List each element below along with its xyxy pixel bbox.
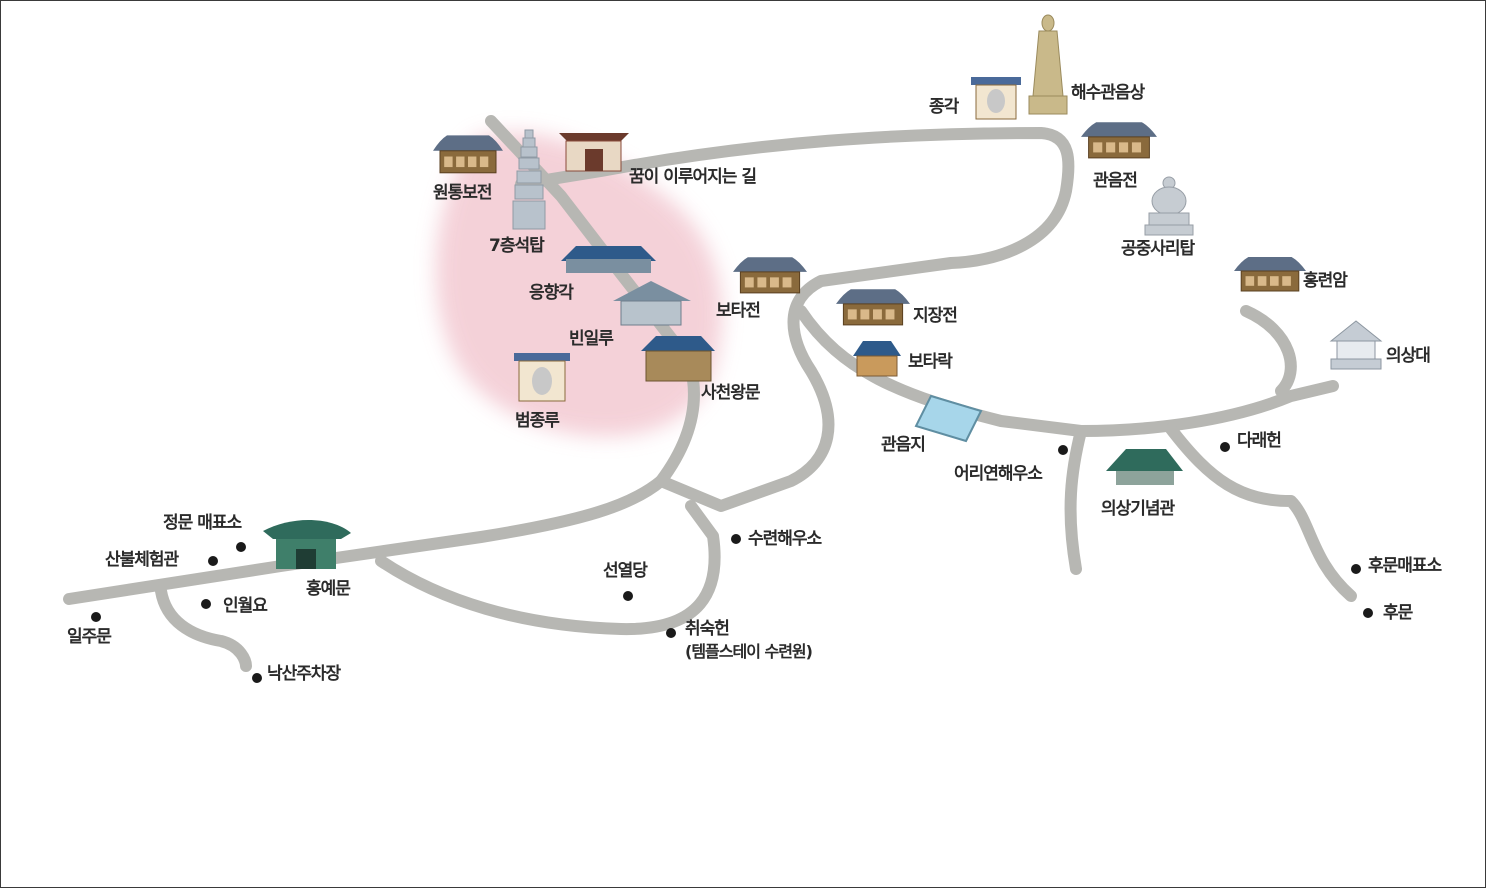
label-bota-jeon: 보타전: [716, 301, 761, 321]
road-main: [63, 475, 667, 605]
marker-chwisuk: [666, 628, 676, 638]
marker-inwol: [201, 599, 211, 609]
label-suryeon: 수련해우소: [748, 529, 822, 549]
label-dream-road: 꿈이 이루어지는 길: [629, 167, 757, 187]
bota-jeon-hall-icon: [733, 257, 807, 294]
marker-seonyeol: [623, 591, 633, 601]
stone-pagoda-icon: [512, 129, 546, 230]
label-chwisuk: 취숙헌: [685, 619, 730, 639]
label-seoktap7: 7층석탑: [489, 236, 545, 256]
label-hongryeon: 홍련암: [1303, 271, 1348, 291]
label-darae: 다래헌: [1237, 431, 1282, 451]
botarak-hall-icon: [853, 341, 901, 377]
label-botarak: 보타락: [908, 352, 953, 372]
road-hongryeon: [1240, 305, 1297, 397]
hongryeon-hall-icon: [1234, 257, 1306, 292]
road-uisang: [1064, 425, 1087, 575]
label-seonyeol: 선열당: [603, 561, 648, 581]
marker-sanbul: [208, 556, 218, 566]
label-hu-mun: 후문: [1383, 603, 1413, 623]
jijang-hall-icon: [836, 289, 910, 326]
marker-darae: [1220, 442, 1230, 452]
uisang-hall-icon: [1106, 449, 1183, 485]
eunghyang-hall-icon: [561, 246, 656, 273]
wontong-hall-icon: [433, 135, 503, 174]
label-jonggak: 종각: [929, 97, 959, 117]
binil-pavilion-icon: [613, 281, 691, 326]
label-binil: 빈일루: [569, 329, 614, 349]
label-hongye: 홍예문: [306, 579, 351, 599]
label-hu-mun-ticket: 후문매표소: [1368, 556, 1442, 576]
hongye-gate-icon: [263, 519, 351, 569]
label-iljumun: 일주문: [67, 627, 112, 647]
beomjong-bell-icon: [514, 353, 570, 402]
marker-suryeon: [731, 534, 741, 544]
label-wontong: 원통보전: [433, 183, 493, 203]
label-uisangdae: 의상대: [1386, 346, 1431, 366]
marker-naksan-parking: [252, 673, 262, 683]
gwaneumjeon-hall-icon: [1081, 122, 1157, 159]
pond-icon: [914, 394, 983, 443]
road-humun: [1165, 423, 1357, 602]
label-gwaneumjeon: 관음전: [1093, 171, 1138, 191]
road-lower: [375, 500, 721, 636]
marker-hu-mun-ticket: [1351, 564, 1361, 574]
road-inwol: [155, 585, 252, 672]
label-sacheon: 사천왕문: [701, 383, 761, 403]
label-uisang-hall: 의상기념관: [1101, 499, 1175, 519]
uisangdae-pavilion-icon: [1329, 320, 1383, 370]
marker-eori: [1058, 445, 1068, 455]
label-sanbul: 산불체험관: [105, 550, 179, 570]
road-east: [795, 305, 1339, 437]
label-beomjong: 범종루: [515, 411, 560, 431]
marker-hu-mun: [1363, 608, 1373, 618]
label-inwol: 인월요: [223, 596, 268, 616]
stupa-icon: [1144, 176, 1194, 236]
label-naksan-parking: 낙산주차장: [267, 664, 341, 684]
label-eunghyang: 응향각: [529, 283, 574, 303]
road-dream: [515, 127, 1075, 512]
jonggak-bell-icon: [971, 77, 1021, 120]
label-gongjung: 공중사리탑: [1121, 239, 1195, 259]
label-gwaneumji: 관음지: [881, 435, 926, 455]
gwaneum-statue-icon: [1028, 14, 1068, 115]
sacheon-gate-icon: [641, 336, 715, 382]
label-haesu: 해수관음상: [1071, 83, 1145, 103]
label-jijang: 지장전: [913, 306, 958, 326]
label-jeongmun-ticket: 정문 매표소: [163, 513, 242, 533]
label-eori: 어리연해우소: [954, 464, 1043, 484]
hall-icons: [433, 122, 1306, 326]
road-network: [63, 115, 1357, 672]
dream-gate-icon: [559, 133, 629, 172]
label-templestay: (템플스테이 수련원): [685, 642, 813, 661]
marker-jeongmun-ticket: [236, 542, 246, 552]
marker-iljumun: [91, 612, 101, 622]
